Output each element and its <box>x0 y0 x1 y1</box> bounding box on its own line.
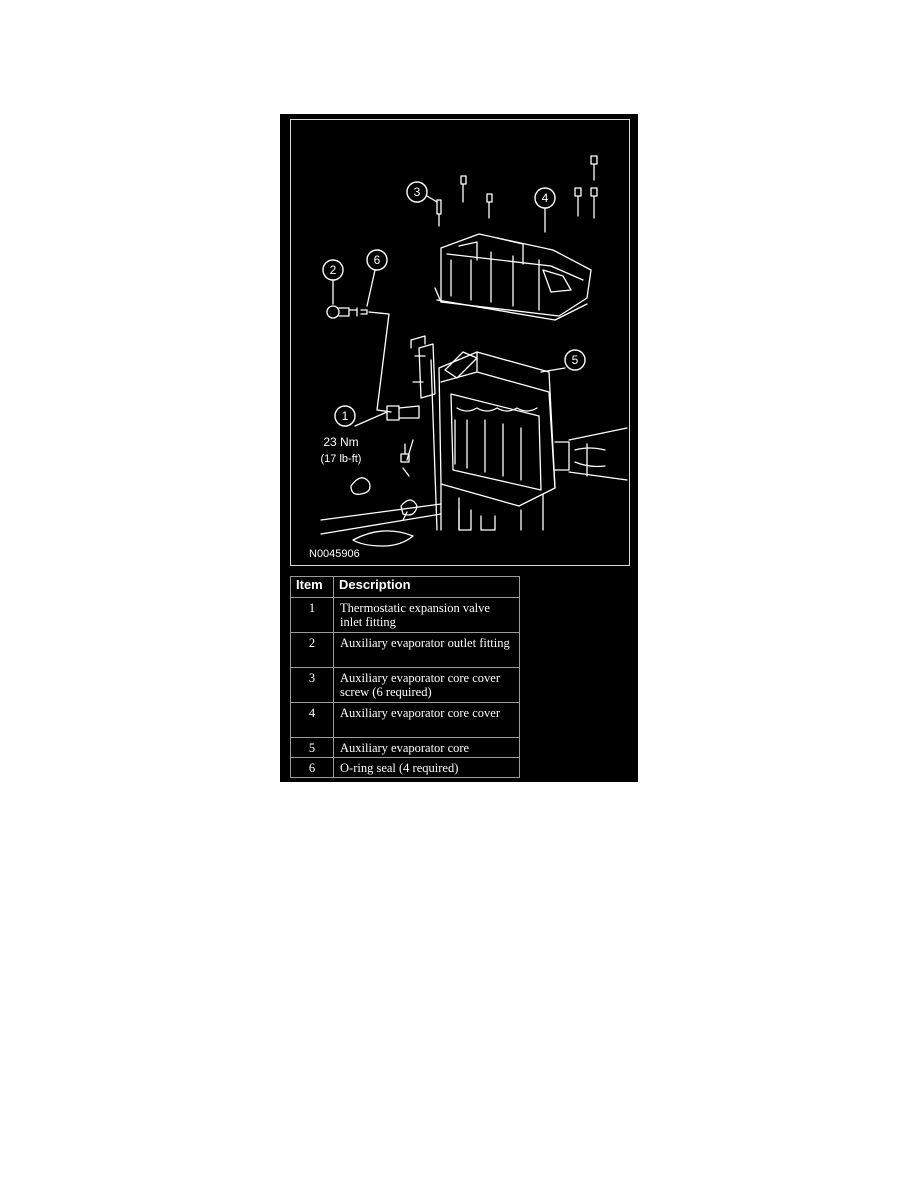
legend-item-number: 3 <box>290 667 334 703</box>
figure-code: N0045906 <box>309 548 360 560</box>
leader-lines <box>332 195 566 461</box>
legend-header-description: Description <box>333 576 520 598</box>
exploded-view-figure: 3 4 6 2 5 1 23 Nm (17 lb-f <box>280 114 638 782</box>
callout-6: 6 <box>366 249 388 271</box>
legend-row: 3 Auxiliary evaporator core cover screw … <box>290 667 520 703</box>
legend-row: 4 Auxiliary evaporator core cover <box>290 702 520 738</box>
legend-item-description: Thermostatic expansion valve inlet fitti… <box>333 597 520 633</box>
svg-text:6: 6 <box>374 253 381 267</box>
legend-item-number: 2 <box>290 632 334 668</box>
torque-imperial: (17 lb-ft) <box>321 453 362 465</box>
legend-row: 5 Auxiliary evaporator core <box>290 737 520 758</box>
callout-2: 2 <box>322 259 344 281</box>
legend-header-row: Item Description <box>290 576 520 598</box>
duct-drawing <box>320 427 628 535</box>
legend-item-description: Auxiliary evaporator core cover screw (6… <box>333 667 520 703</box>
core-cover-drawing <box>434 233 592 321</box>
svg-text:5: 5 <box>572 353 579 367</box>
legend-item-description: Auxiliary evaporator core cover <box>333 702 520 738</box>
legend-item-description: Auxiliary evaporator outlet fitting <box>333 632 520 668</box>
svg-text:4: 4 <box>542 191 549 205</box>
callout-4: 4 <box>534 187 556 209</box>
legend-item-number: 4 <box>290 702 334 738</box>
svg-text:2: 2 <box>330 263 337 277</box>
evaporator-exploded-drawing: 3 4 6 2 5 1 23 Nm (17 lb-f <box>320 155 628 547</box>
legend-row: 2 Auxiliary evaporator outlet fitting <box>290 632 520 668</box>
screw-group <box>436 155 598 227</box>
legend-header-item: Item <box>290 576 334 598</box>
legend-item-number: 1 <box>290 597 334 633</box>
callout-3: 3 <box>406 181 428 203</box>
evaporator-core-drawing <box>430 351 556 531</box>
diagram-frame: 3 4 6 2 5 1 23 Nm (17 lb-f <box>290 119 630 566</box>
svg-text:3: 3 <box>414 185 421 199</box>
callout-5: 5 <box>564 349 586 371</box>
fittings-drawing <box>326 305 436 547</box>
legend-row: 6 O-ring seal (4 required) <box>290 757 520 778</box>
callout-1: 1 <box>334 405 356 427</box>
legend-item-description: O-ring seal (4 required) <box>333 757 520 778</box>
torque-value: 23 Nm <box>323 435 358 449</box>
legend-item-number: 5 <box>290 737 334 758</box>
svg-text:1: 1 <box>342 409 349 423</box>
legend-item-number: 6 <box>290 757 334 778</box>
legend-row: 1 Thermostatic expansion valve inlet fit… <box>290 597 520 633</box>
legend-table: Item Description 1 Thermostatic expansio… <box>290 576 520 778</box>
legend-item-description: Auxiliary evaporator core <box>333 737 520 758</box>
